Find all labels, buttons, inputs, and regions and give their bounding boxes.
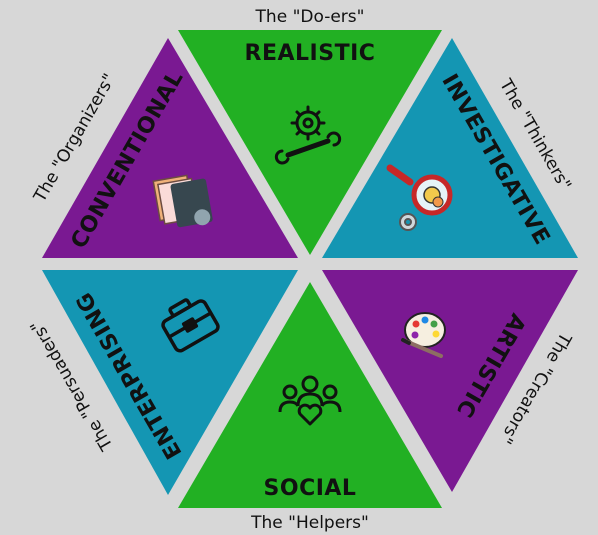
sector-conventional [42, 38, 298, 258]
gear-wrench-icon [274, 105, 342, 165]
people-heart-icon [278, 375, 342, 426]
magnifier-gears-icon [386, 164, 453, 231]
briefcase-icon [161, 298, 220, 353]
sector-artistic [322, 270, 578, 492]
sector-investigative [322, 38, 578, 258]
sector-enterprising [42, 270, 298, 495]
nickname-social: The "Helpers" [250, 513, 369, 533]
title-realistic: REALISTIC [245, 41, 376, 66]
folder-documents-icon [152, 174, 213, 228]
title-social: SOCIAL [264, 476, 357, 501]
palette-brush-icon [401, 312, 446, 358]
sector-realistic [178, 30, 442, 255]
nickname-realistic: The "Do-ers" [255, 7, 365, 27]
